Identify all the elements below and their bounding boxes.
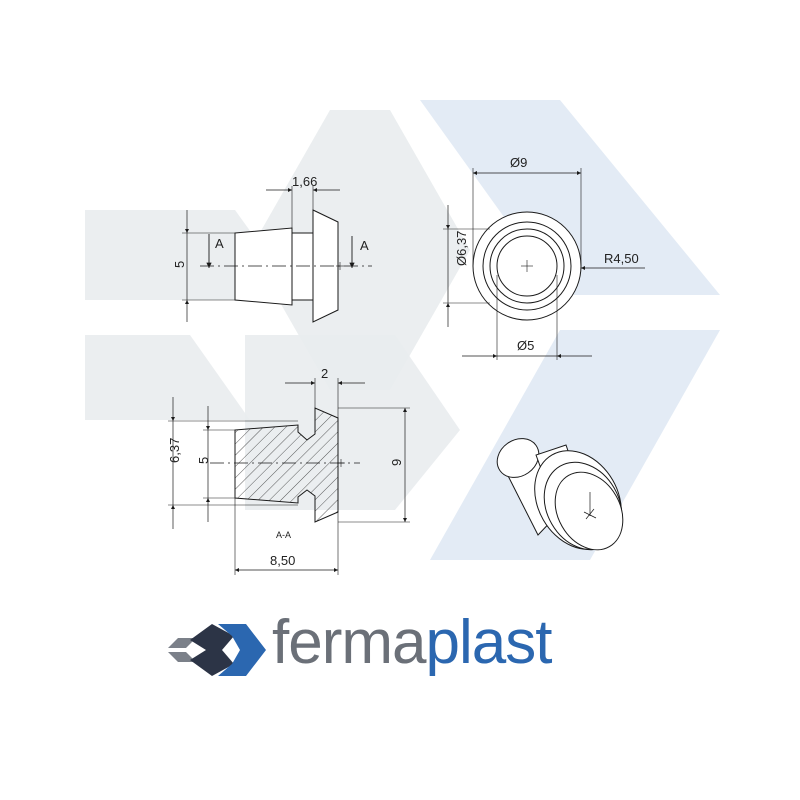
front-dim-outer: Ø9 [510,155,527,170]
section-dim-top: 2 [321,366,328,381]
section-dim-right: 9 [389,459,404,466]
section-caption: A-A [276,530,291,540]
front-view [443,168,645,360]
brand-word-part2: plast [425,608,552,677]
section-view [168,378,410,575]
fermaplast-cube-icon [168,624,266,676]
isometric-view [496,438,624,551]
front-dim-inner: Ø5 [517,338,534,353]
section-label-a-left: A [215,236,224,251]
side-dim-top: 1,66 [292,174,317,189]
side-dim-left: 5 [172,261,187,268]
brand-word-part1: ferma [272,608,426,677]
section-label-a-right: A [360,238,369,253]
front-dim-radius: R4,50 [604,251,639,266]
section-dim-bottom: 8,50 [270,553,295,568]
section-dim-left-inner: 5 [196,457,211,464]
front-dim-vertical: Ø6,37 [454,231,469,266]
section-dim-left-outer: 6,37 [167,438,182,463]
side-view [182,186,372,323]
background-watermark [85,100,720,560]
brand-wordmark: fermaplast [272,612,552,674]
